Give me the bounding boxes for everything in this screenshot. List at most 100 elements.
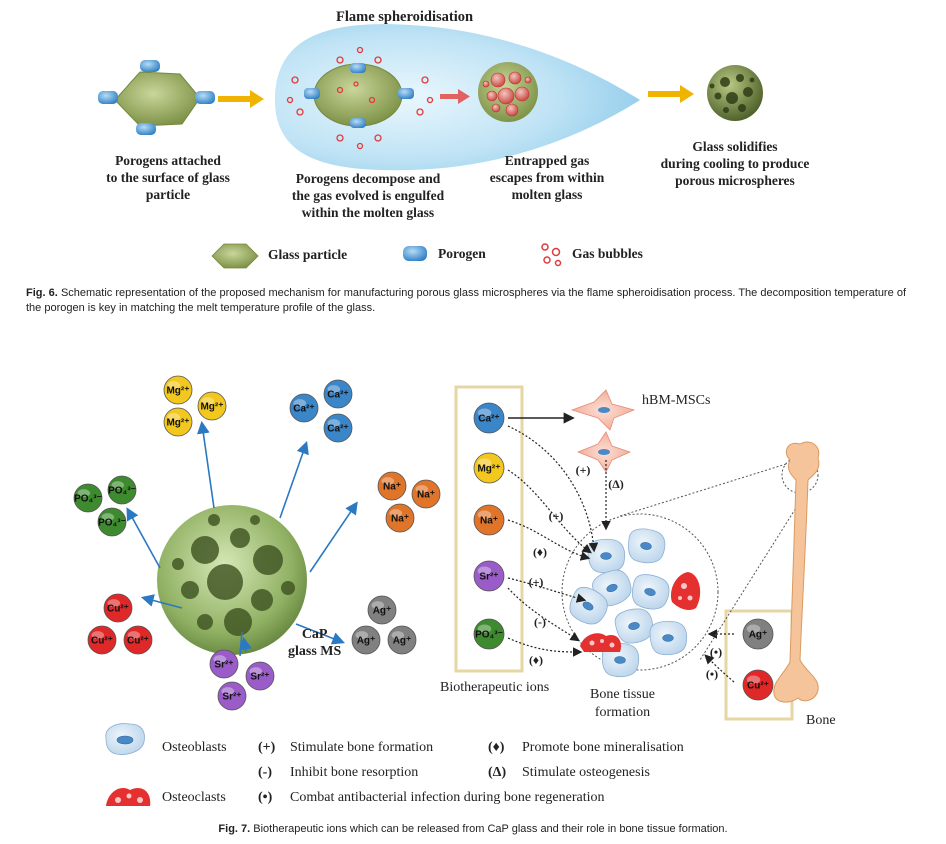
sr-ion-label: Sr²⁺ xyxy=(250,672,269,683)
cu-ion-label: Cu²⁺ xyxy=(127,636,149,647)
ag-ion: Ag⁺ xyxy=(367,595,397,625)
na-ion: Na⁺ xyxy=(385,503,415,533)
biotherapeutic-ions-box xyxy=(454,385,524,673)
ion-effect-arrows xyxy=(507,425,735,683)
legend-dot-text: Combat antibacterial infection during bo… xyxy=(290,790,605,805)
legend-osteoclasts-label: Osteoclasts xyxy=(162,790,226,805)
side-ion-ag: Ag⁺ xyxy=(742,618,774,650)
box-ion-0: Ca²⁺ xyxy=(473,402,505,434)
mg-ion: Mg²⁺ xyxy=(163,375,193,405)
sr-ion-label: Sr²⁺ xyxy=(214,660,233,671)
ag-ion: Ag⁺ xyxy=(351,625,381,655)
side-ion-cu-label: Cu²⁺ xyxy=(747,681,769,692)
ag-ion-label: Ag⁺ xyxy=(393,636,412,647)
mg-ion-label: Mg²⁺ xyxy=(166,386,189,397)
mg-ion-label: Mg²⁺ xyxy=(166,418,189,429)
box-ion-4-label: PO₄³⁻ xyxy=(475,630,503,641)
legend-glass-particle-icon xyxy=(211,243,259,269)
molten-glass-particle xyxy=(286,46,434,150)
na-ion-label: Na⁺ xyxy=(383,482,401,493)
hbm-mscs-label: hBM-MSCs xyxy=(642,393,711,408)
effect-sr-minus: (-) xyxy=(534,615,546,629)
bone-label: Bone xyxy=(806,713,836,728)
ag-ion-label: Ag⁺ xyxy=(373,606,392,617)
effect-msc-delta: (Δ) xyxy=(608,477,624,491)
po4-ion-label: PO₄³⁻ xyxy=(98,518,126,529)
legend-gas-bubbles-label: Gas bubbles xyxy=(572,246,643,261)
legend-plus-symbol: (+) xyxy=(258,740,276,755)
ca-ion-label: Ca²⁺ xyxy=(327,424,348,435)
fig6-caption: Fig. 6. Schematic representation of the … xyxy=(26,286,906,316)
gas-escape-arrow xyxy=(440,89,470,104)
legend-dot-symbol: (•) xyxy=(258,790,273,805)
osteoblast-cells xyxy=(569,528,688,678)
legend-glass-particle-label: Glass particle xyxy=(268,247,348,262)
legend-diamond-symbol: (♦) xyxy=(488,740,505,755)
sr-ion: Sr²⁺ xyxy=(209,649,239,679)
ca-ion: Ca²⁺ xyxy=(323,413,353,443)
cu-ion-label: Cu²⁺ xyxy=(91,636,113,647)
po4-ion: PO₄³⁻ xyxy=(107,475,137,505)
box-ion-4: PO₄³⁻ xyxy=(473,618,505,650)
ag-ion: Ag⁺ xyxy=(387,625,417,655)
legend-plus-text: Stimulate bone formation xyxy=(290,740,434,755)
legend-porogen-icon xyxy=(403,246,427,261)
effect-mg-plus: (+) xyxy=(549,509,564,523)
osteoclast-cells xyxy=(580,572,701,652)
sr-ion: Sr²⁺ xyxy=(245,661,275,691)
na-ion: Na⁺ xyxy=(377,471,407,501)
process-arrow-1 xyxy=(218,90,264,108)
mg-ion: Mg²⁺ xyxy=(163,407,193,437)
na-ion: Na⁺ xyxy=(411,479,441,509)
bone-illustration xyxy=(773,441,820,703)
side-ion-list: Ag⁺ Cu²⁺ xyxy=(742,618,774,701)
sr-ion-label: Sr²⁺ xyxy=(222,692,241,703)
ca-ion: Ca²⁺ xyxy=(323,379,353,409)
effect-ag-dot: (•) xyxy=(710,645,722,659)
mg-ion: Mg²⁺ xyxy=(197,391,227,421)
legend-gas-bubbles-icon xyxy=(541,243,562,267)
side-ion-ag-label: Ag⁺ xyxy=(749,630,768,641)
legend-delta-symbol: (Δ) xyxy=(488,765,507,780)
legend-osteoclast-icon xyxy=(106,787,151,806)
box-ion-list: Ca²⁺ Mg²⁺ Na⁺ Sr²⁺ PO₄³⁻ xyxy=(473,402,505,650)
box-ion-2-label: Na⁺ xyxy=(480,516,498,527)
process-arrow-2 xyxy=(648,85,694,103)
box-ion-1: Mg²⁺ xyxy=(473,452,505,484)
ag-ion-label: Ag⁺ xyxy=(357,636,376,647)
po4-ion-label: PO₄³⁻ xyxy=(74,494,102,505)
legend-minus-text: Inhibit bone resorption xyxy=(290,765,419,780)
na-ion-label: Na⁺ xyxy=(417,490,435,501)
side-ion-cu: Cu²⁺ xyxy=(742,669,774,701)
fig7-caption: Fig. 7. Biotherapeutic ions which can be… xyxy=(0,822,946,837)
cu-ion: Cu²⁺ xyxy=(103,593,133,623)
released-ion-clusters: Mg²⁺Mg²⁺Mg²⁺Ca²⁺Ca²⁺Ca²⁺Na⁺Na⁺Na⁺Ag⁺Ag⁺A… xyxy=(73,375,441,711)
ca-ion: Ca²⁺ xyxy=(289,393,319,423)
fig7-caption-text: Biotherapeutic ions which can be release… xyxy=(253,823,728,835)
legend-minus-symbol: (-) xyxy=(258,765,272,780)
osteoblast-cell xyxy=(628,528,666,564)
fig7-caption-label: Fig. 7. xyxy=(218,823,251,835)
box-ion-3: Sr²⁺ xyxy=(473,560,505,592)
mg-ion-label: Mg²⁺ xyxy=(200,402,223,413)
box-ion-0-label: Ca²⁺ xyxy=(478,414,499,425)
po4-ion: PO₄³⁻ xyxy=(97,507,127,537)
osteoblast-cell xyxy=(631,574,670,610)
effect-cu-dot: (•) xyxy=(706,667,718,681)
na-ion-label: Na⁺ xyxy=(391,514,409,525)
effect-sr-plus: (+) xyxy=(529,575,544,589)
sphere-with-entrapped-gas xyxy=(478,62,538,122)
legend-porogen-label: Porogen xyxy=(438,246,486,261)
cap-glass-microsphere xyxy=(157,505,307,655)
box-ion-3-label: Sr²⁺ xyxy=(479,572,498,583)
effect-symbols: (+)(Δ)(+)(♦)(+)(-)(♦)(•)(•) xyxy=(529,463,723,681)
box-ion-2: Na⁺ xyxy=(473,504,505,536)
legend-osteoblasts-label: Osteoblasts xyxy=(162,740,227,755)
legend-osteoblast-icon xyxy=(105,723,145,755)
fig6-caption-text: Schematic representation of the proposed… xyxy=(26,287,906,314)
